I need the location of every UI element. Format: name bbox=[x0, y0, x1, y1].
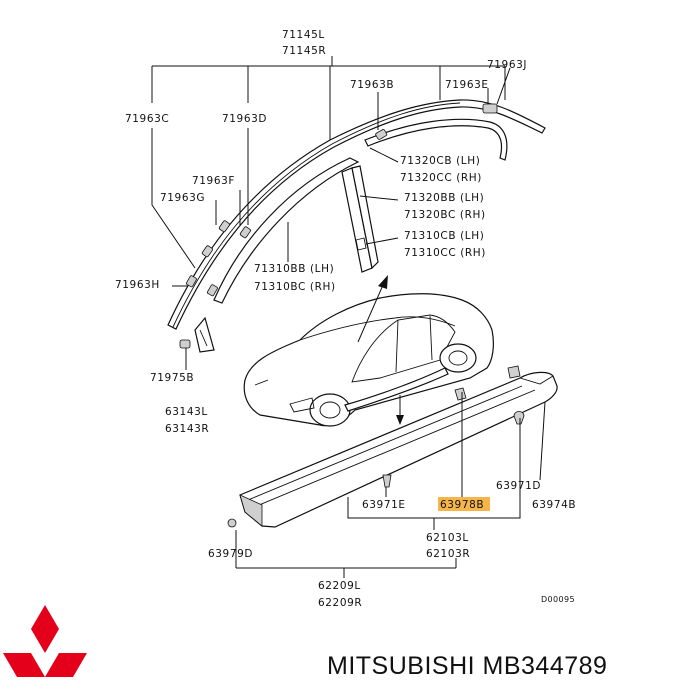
roof-molding bbox=[167, 99, 546, 330]
side-sill-molding bbox=[239, 371, 558, 528]
label-63971D: 63971D bbox=[496, 480, 541, 492]
label-71963J: 71963J bbox=[487, 59, 527, 71]
label-71963F: 71963F bbox=[192, 175, 235, 187]
label-71320CC: 71320CC (RH) bbox=[400, 172, 482, 184]
label-63971E: 63971E bbox=[362, 499, 406, 511]
label-71963D: 71963D bbox=[222, 113, 267, 125]
label-71963G: 71963G bbox=[160, 192, 205, 204]
label-62209R: 62209R bbox=[318, 597, 362, 609]
drawing-code: D00095 bbox=[541, 595, 575, 604]
label-71310BB: 71310BB (LH) bbox=[254, 263, 334, 275]
label-71310CC: 71310CC (RH) bbox=[404, 247, 486, 259]
label-63979D: 63979D bbox=[208, 548, 253, 560]
label-62103L: 62103L bbox=[426, 532, 469, 544]
center-pillar-molding bbox=[341, 165, 379, 273]
label-71963H: 71963H bbox=[115, 279, 160, 291]
label-71975B: 71975B bbox=[150, 372, 194, 384]
arrows bbox=[357, 275, 404, 425]
brand-part-number: MITSUBISHI MB344789 bbox=[327, 652, 608, 680]
sill-clips bbox=[227, 365, 525, 528]
highlight-box bbox=[438, 497, 490, 511]
clips bbox=[179, 103, 498, 349]
rear-door-molding bbox=[364, 118, 508, 161]
corner-piece bbox=[194, 316, 215, 353]
mitsubishi-logo-icon bbox=[3, 605, 87, 677]
front-pillar-molding bbox=[213, 157, 360, 304]
label-71145R: 71145R bbox=[282, 45, 326, 57]
label-63974B: 63974B bbox=[532, 499, 576, 511]
label-71310BC: 71310BC (RH) bbox=[254, 281, 336, 293]
label-71963E: 71963E bbox=[445, 79, 489, 91]
label-62209L: 62209L bbox=[318, 580, 361, 592]
label-63143R: 63143R bbox=[165, 423, 209, 435]
label-63143L: 63143L bbox=[165, 406, 208, 418]
label-63978B: 63978B bbox=[440, 499, 484, 511]
label-71963B: 71963B bbox=[350, 79, 394, 91]
label-71320BC: 71320BC (RH) bbox=[404, 209, 486, 221]
labels: 71145L 71145R 71963J 71963B 71963E 71963… bbox=[115, 29, 576, 609]
label-71310CB: 71310CB (LH) bbox=[404, 230, 484, 242]
car-body bbox=[243, 293, 494, 427]
label-62103R: 62103R bbox=[426, 548, 470, 560]
label-71963C: 71963C bbox=[125, 113, 169, 125]
leader-lines bbox=[151, 56, 546, 578]
label-71320BB: 71320BB (LH) bbox=[404, 192, 484, 204]
label-71320CB: 71320CB (LH) bbox=[400, 155, 480, 167]
label-71145L: 71145L bbox=[282, 29, 325, 41]
